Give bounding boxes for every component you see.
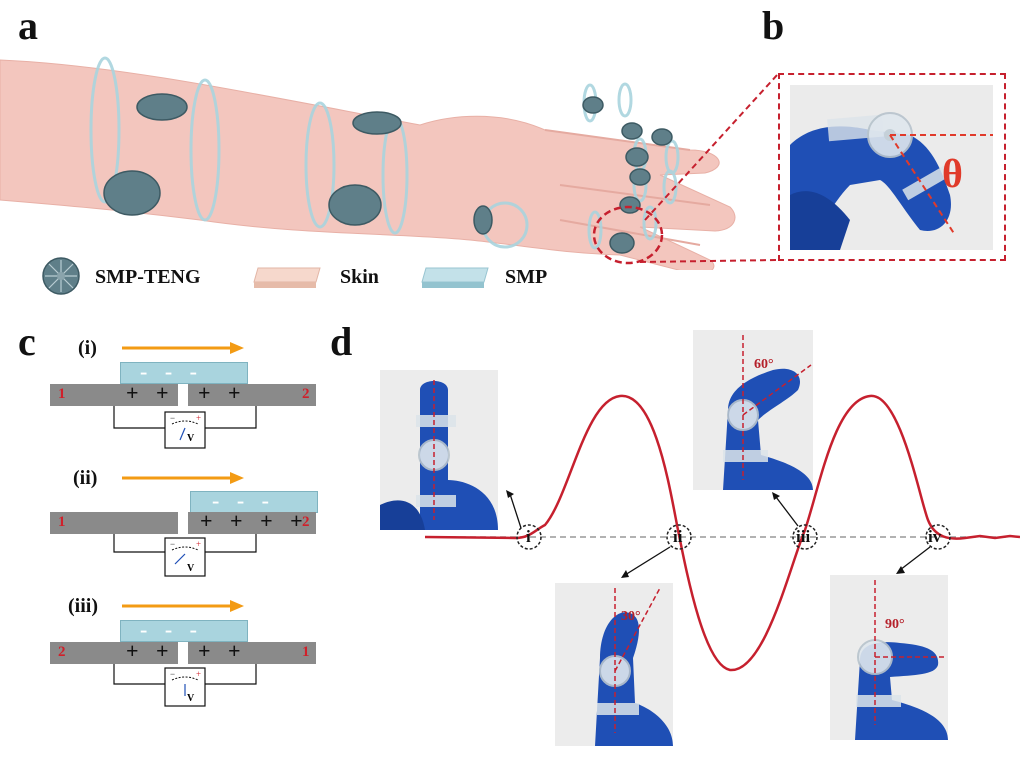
negative-charges-ii: - - -	[212, 488, 275, 513]
finger-photo-60deg	[693, 330, 813, 490]
finger-photo-0deg	[380, 370, 498, 530]
arm-illustration	[0, 56, 736, 270]
electrode-left-iii	[50, 642, 178, 664]
svg-text:+: +	[196, 669, 201, 679]
smp-legend-swatch	[421, 267, 489, 288]
svg-text:+: +	[196, 413, 201, 423]
panel-label-b: b	[762, 3, 785, 48]
signal-waveform	[424, 394, 1020, 672]
gloved-finger-image	[790, 112, 993, 250]
electrode-number-right-i: 2	[302, 386, 310, 402]
circuit-ii: − +	[113, 534, 257, 577]
state-label-ii: (ii)	[73, 467, 98, 489]
svg-text:+: +	[196, 539, 201, 549]
teng-legend-icon	[42, 257, 80, 295]
electrode-number-left-i: 1	[58, 386, 66, 402]
finger-photo-frame	[778, 73, 1006, 261]
point-label-iii: iii	[796, 527, 811, 546]
negative-charges-i: - - -	[140, 359, 203, 384]
legend-label-skin: Skin	[340, 266, 379, 288]
zoom-connector	[639, 73, 779, 263]
electrode-left-ii	[50, 512, 178, 534]
voltmeter-label-ii: V	[187, 563, 195, 574]
svg-text:−: −	[170, 413, 175, 423]
negative-charges-iii: - - -	[140, 617, 203, 642]
point-label-i: i	[526, 527, 531, 546]
motion-arrow-iii	[122, 600, 244, 612]
positive-charges-right-i: + +	[198, 380, 247, 405]
positive-charges-left-iii: + +	[126, 638, 175, 663]
finger-photo-30deg	[555, 583, 673, 746]
electrode-right-iii	[188, 642, 316, 664]
panel-label-a: a	[18, 3, 38, 48]
theta-symbol: θ	[942, 151, 963, 196]
circuit-iii: − +	[113, 664, 257, 707]
electrode-right-i	[188, 384, 316, 406]
electrode-number-left-ii: 1	[58, 514, 66, 530]
legend-label-smp: SMP	[505, 266, 548, 288]
state-label-i: (i)	[78, 337, 97, 359]
positive-charges-right-iii: + +	[198, 638, 247, 663]
svg-text:−: −	[170, 669, 175, 679]
electrode-left-i	[50, 384, 178, 406]
point-label-ii: ii	[673, 527, 683, 546]
angle-label-30: 30°	[621, 609, 641, 624]
finger-photo-90deg	[830, 575, 948, 740]
panel-label-d: d	[330, 319, 353, 364]
state-label-iii: (iii)	[68, 595, 98, 617]
electrode-number-right-ii: 2	[302, 514, 310, 530]
motion-arrow-ii	[122, 472, 244, 484]
skin-legend-swatch	[253, 267, 321, 288]
motion-arrow-i	[122, 342, 244, 354]
smp-slider-iii	[120, 620, 248, 642]
smp-slider-i	[120, 362, 248, 384]
electrode-number-left-iii: 2	[58, 644, 66, 660]
panel-label-c: c	[18, 319, 36, 364]
positive-charges-left-i: + +	[126, 380, 175, 405]
electrode-number-right-iii: 1	[302, 644, 310, 660]
circuit-i: − +	[113, 406, 257, 449]
voltmeter-label-i: V	[187, 433, 195, 444]
positive-charges-ii: + + + +	[200, 508, 309, 533]
point-label-iv: iv	[928, 527, 942, 546]
finger-bend-photo	[790, 85, 993, 250]
angle-label-90: 90°	[885, 617, 905, 632]
angle-label-60: 60°	[754, 357, 774, 372]
voltmeter-label-iii: V	[187, 693, 195, 704]
legend-label-teng: SMP-TENG	[95, 266, 201, 288]
electrode-right-ii	[188, 512, 316, 534]
svg-text:−: −	[170, 539, 175, 549]
